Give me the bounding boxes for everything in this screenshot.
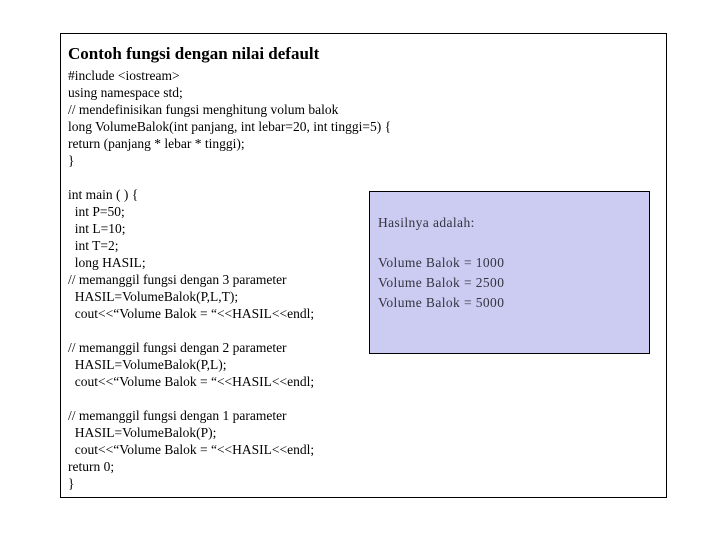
code-block: #include <iostream> using namespace std;… [68,68,392,491]
slide-title: Contoh fungsi dengan nilai default [68,44,320,63]
slide: Contoh fungsi dengan nilai default #incl… [60,33,667,498]
result-box: Hasilnya adalah: Volume Balok = 1000 Vol… [369,191,650,354]
result-text: Hasilnya adalah: Volume Balok = 1000 Vol… [378,215,505,310]
